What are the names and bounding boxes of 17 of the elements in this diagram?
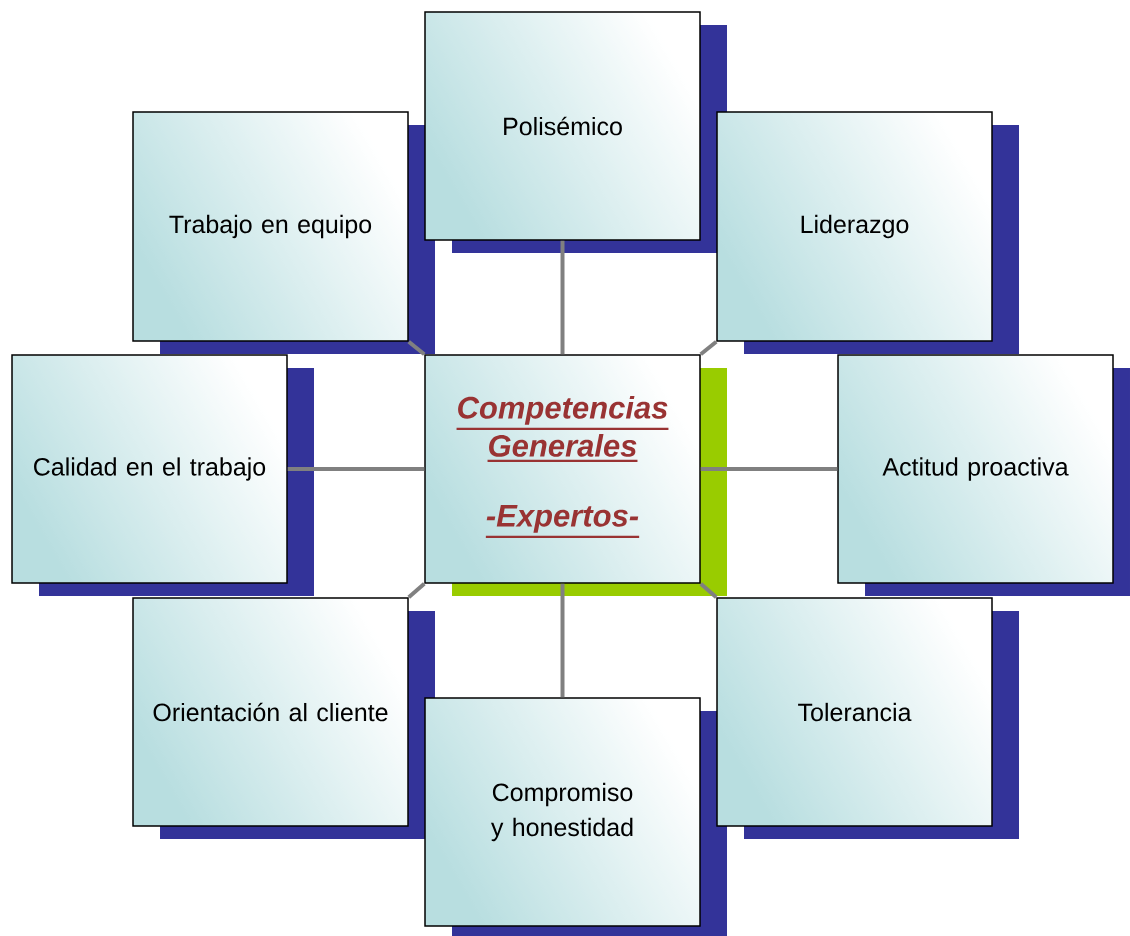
competency-box: Actitud proactiva <box>837 354 1114 584</box>
competency-box: Orientación al cliente <box>132 597 409 827</box>
connector-line <box>700 467 838 471</box>
hub-box: Competencias Generales -Expertos- <box>424 354 701 584</box>
connector-line <box>287 467 425 471</box>
competency-box: Tolerancia <box>716 597 993 827</box>
competency-box: Compromiso y honestidad <box>424 697 701 927</box>
connector-line <box>560 240 565 355</box>
competency-box: Calidad en el trabajo <box>11 354 288 584</box>
connector-line <box>699 340 718 356</box>
connector-line <box>407 340 426 356</box>
competency-box: Liderazgo <box>716 111 993 342</box>
competency-box: Polisémico <box>424 11 701 241</box>
competency-box: Trabajo en equipo <box>132 111 409 342</box>
connector-line <box>407 582 426 599</box>
connector-line <box>699 582 718 599</box>
connector-line <box>560 583 565 698</box>
